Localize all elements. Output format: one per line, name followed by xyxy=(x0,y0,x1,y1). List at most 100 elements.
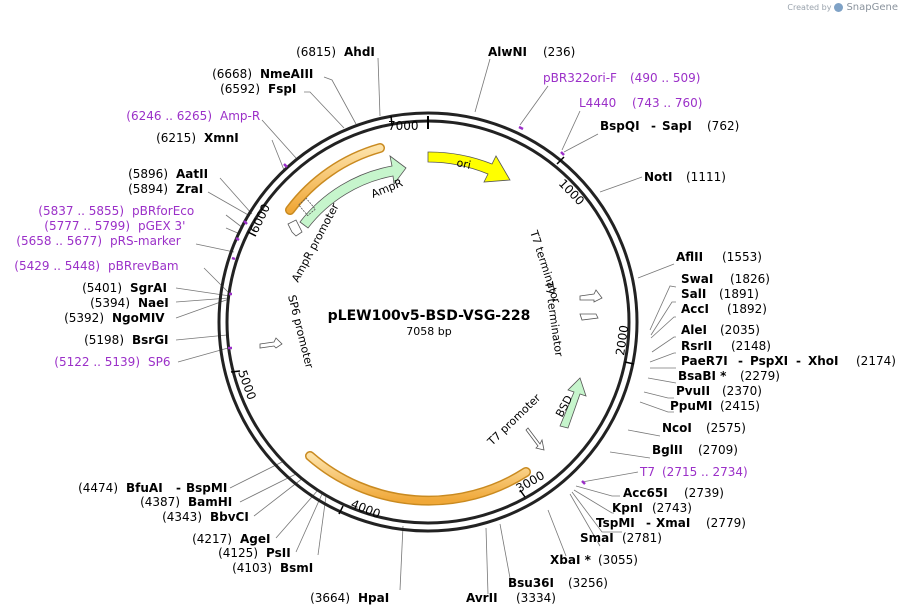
site-bsmi-pos: (4103) xyxy=(232,561,272,575)
primer-ampr: Amp-R xyxy=(220,109,260,123)
site-kpni: KpnI xyxy=(612,501,643,515)
site-rsrii-pos: (2148) xyxy=(731,339,771,353)
site-acc65i-pos: (2739) xyxy=(684,486,724,500)
site-ahdi: AhdI xyxy=(344,45,375,59)
site-sapi-sep: - xyxy=(651,119,656,133)
site-xbai: XbaI * xyxy=(550,553,592,567)
primer-pbrforeco-pos: (5837 .. 5855) xyxy=(38,204,124,218)
site-ppumi-pos: (2415) xyxy=(720,399,760,413)
site-swai-pos: (1826) xyxy=(730,272,770,286)
right-connectors xyxy=(474,58,677,595)
primer-pbrforeco: pBRforEco xyxy=(132,204,194,218)
site-pvuii-pos: (2370) xyxy=(722,384,762,398)
site-xmni-pos: (6215) xyxy=(156,131,196,145)
site-sali-pos: (1891) xyxy=(719,287,759,301)
site-psii-pos: (4125) xyxy=(218,546,258,560)
site-ncoi: NcoI xyxy=(662,421,692,435)
site-bsu36i-pos: (3256) xyxy=(568,576,608,590)
primer-pbr322ori: pBR322ori-F xyxy=(543,71,617,85)
tick-6000: 6000 xyxy=(247,202,273,236)
site-nmeaiii-pos: (6668) xyxy=(212,67,252,81)
site-acc65i: Acc65I xyxy=(623,486,668,500)
primer-pgex-pos: (5777 .. 5799) xyxy=(44,219,130,233)
site-fspi: FspI xyxy=(268,82,296,96)
site-bspqi: BspQI xyxy=(600,119,640,133)
site-swai: SwaI xyxy=(681,272,713,286)
left-site-labels: (6815) AhdI (6668) NmeAIII (6592) FspI (… xyxy=(14,45,389,605)
primer-t7: T7 xyxy=(639,465,655,479)
site-psii: PsII xyxy=(266,546,291,560)
site-alwni: AlwNI xyxy=(488,45,527,59)
primer-sp6-pos: (5122 .. 5139) xyxy=(54,355,140,369)
site-smai: SmaI xyxy=(580,531,614,545)
site-xmai: XmaI xyxy=(656,516,690,530)
primer-ampr-pos: (6246 .. 6265) xyxy=(126,109,212,123)
right-site-labels: AlwNI (236) pBR322ori-F (490 .. 509) L44… xyxy=(466,45,896,605)
primer-l4440-pos: (743 .. 760) xyxy=(632,96,702,110)
site-zrai-pos: (5894) xyxy=(128,182,168,196)
primer-sp6: SP6 xyxy=(148,355,171,369)
site-naei: NaeI xyxy=(138,296,169,310)
primer-marks xyxy=(228,125,586,485)
site-aatii: AatII xyxy=(176,167,208,181)
credit: Created by SnapGene xyxy=(787,2,898,13)
site-alei: AleI xyxy=(681,323,707,337)
ampr-feature xyxy=(299,155,407,229)
tick-5000: 5000 xyxy=(235,368,259,401)
primer-pbr322ori-pos: (490 .. 509) xyxy=(630,71,700,85)
site-hpai-pos: (3664) xyxy=(310,591,350,605)
site-pspxi-sep: - xyxy=(738,354,743,368)
site-aflii: AflII xyxy=(676,250,703,264)
ampr-orf-arc xyxy=(286,144,384,214)
site-bspqi-pos: (762) xyxy=(707,119,739,133)
site-sgrai-pos: (5401) xyxy=(82,281,122,295)
site-bbvci-pos: (4343) xyxy=(162,510,202,524)
site-xbai-pos: (3055) xyxy=(598,553,638,567)
site-nmeaiii: NmeAIII xyxy=(260,67,313,81)
primer-t7-pos: (2715 .. 2734) xyxy=(662,465,748,479)
site-bglii: BglII xyxy=(652,443,683,457)
site-alei-pos: (2035) xyxy=(720,323,760,337)
site-bfuai-pos: (4474) xyxy=(78,481,118,495)
primer-prsmarker-pos: (5658 .. 5677) xyxy=(16,234,102,248)
site-bsrgi: BsrGI xyxy=(132,333,169,347)
site-agei: AgeI xyxy=(240,532,270,546)
site-ppumi: PpuMI xyxy=(670,399,712,413)
site-bamhi-pos: (4387) xyxy=(140,495,180,509)
site-bspmi: BspMI xyxy=(186,481,227,495)
site-aatii-pos: (5896) xyxy=(128,167,168,181)
site-bglii-pos: (2709) xyxy=(698,443,738,457)
ori-label: ori xyxy=(455,156,472,172)
site-paer7i: PaeR7I xyxy=(681,354,728,368)
site-bsu36i: Bsu36I xyxy=(508,576,554,590)
plasmid-size: 7058 bp xyxy=(406,325,451,338)
site-bfuai: BfuAI xyxy=(126,481,163,495)
site-xhoi-sep: - xyxy=(796,354,801,368)
left-connectors xyxy=(175,57,404,591)
primer-prsmarker: pRS-marker xyxy=(110,234,181,248)
t7-terminator-label-2: T7 terminator xyxy=(542,280,566,358)
site-noti: NotI xyxy=(644,170,673,184)
site-sapi: SapI xyxy=(662,119,692,133)
site-bsabi-pos: (2279) xyxy=(740,369,780,383)
t7-terminator-arrow-2 xyxy=(579,313,599,321)
site-rsrii: RsrII xyxy=(681,339,712,353)
site-paer7i-pos: (2174) xyxy=(856,354,896,368)
primer-l4440: L4440 xyxy=(579,96,616,110)
ampr-promoter-arrow xyxy=(287,219,303,237)
site-acci-pos: (1892) xyxy=(727,302,767,316)
ampr-promoter-box xyxy=(298,197,316,217)
snapgene-logo-icon xyxy=(834,3,844,12)
site-sgrai: SgrAI xyxy=(130,281,167,295)
site-xmni: XmnI xyxy=(204,131,239,145)
site-pspxi: PspXI xyxy=(750,354,788,368)
sp6-promoter-label: SP6 promoter xyxy=(285,294,316,371)
site-bamhi: BamHI xyxy=(188,495,232,509)
backbone-outer xyxy=(217,111,639,533)
credit-text: Created by xyxy=(787,3,832,12)
site-avrii-pos: (3334) xyxy=(516,591,556,605)
coordinate-ticks xyxy=(230,115,635,515)
sp6-promoter-arrow xyxy=(259,337,283,349)
site-naei-pos: (5394) xyxy=(90,296,130,310)
site-noti-pos: (1111) xyxy=(686,170,726,184)
